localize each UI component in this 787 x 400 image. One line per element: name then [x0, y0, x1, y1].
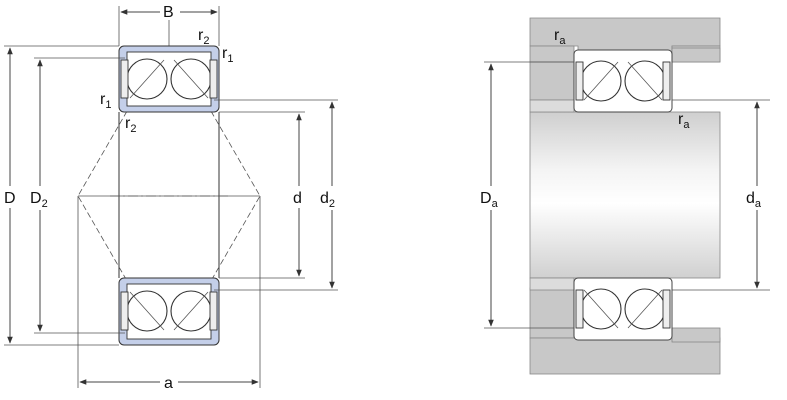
contact-dash [173, 59, 209, 99]
bearing-section-top [118, 45, 220, 113]
shield-top-left [120, 59, 129, 99]
shaft-shoulder-bottom [529, 277, 575, 291]
contact-dash [627, 289, 663, 329]
contact-dash [129, 59, 165, 99]
shield-top-right [662, 61, 671, 101]
label-Da: Da [480, 190, 499, 210]
shield-bottom-right [662, 289, 671, 329]
label-bg [318, 186, 346, 210]
label-bg [160, 2, 180, 20]
housing-top-left-lower [529, 61, 575, 101]
shaft [529, 111, 721, 279]
shield-top-left [575, 61, 584, 101]
housing-bottom [529, 337, 721, 375]
label-d: d [293, 190, 302, 207]
label-bg [744, 186, 772, 210]
right-mounting-view: ra ra Da da [478, 17, 772, 375]
label-D: D [4, 190, 16, 207]
housing-bottom-left [529, 287, 575, 339]
contact-dash [583, 289, 619, 329]
label-da: da [746, 190, 762, 210]
bearing-section-bottom [118, 277, 220, 346]
shield-bottom-right [209, 291, 218, 331]
shaft-shoulder-top [529, 99, 575, 113]
label-ra-right: ra [678, 111, 690, 131]
label-ra-top: ra [554, 27, 566, 47]
label-r1-left: r1 [100, 91, 111, 111]
label-d2: d2 [320, 190, 335, 210]
label-r2-bottom: r2 [125, 115, 136, 135]
label-bg [2, 186, 18, 208]
shield-bottom-left [120, 291, 129, 331]
contact-dash [173, 291, 209, 331]
contact-dash [583, 61, 619, 101]
label-D2: D2 [30, 190, 48, 210]
label-bg [291, 186, 307, 208]
housing-bottom-right [671, 327, 721, 343]
label-a: a [164, 375, 173, 392]
shield-top-right [209, 59, 218, 99]
housing-top-left [529, 45, 575, 63]
label-r1-top: r1 [222, 45, 233, 65]
label-bg [28, 186, 56, 210]
label-bg [160, 372, 178, 392]
shield-bottom-left [575, 289, 584, 329]
left-bearing-view: B r2 r1 r1 r2 D D2 d d2 a [2, 2, 346, 392]
label-B: B [163, 4, 174, 21]
housing-top-right [671, 47, 721, 63]
label-bg [478, 186, 506, 210]
label-r2-top: r2 [198, 27, 209, 47]
contact-dash [129, 291, 165, 331]
mounted-bearing-top [573, 49, 673, 113]
mounted-bearing-bottom [573, 277, 673, 341]
contact-dash [627, 61, 663, 101]
